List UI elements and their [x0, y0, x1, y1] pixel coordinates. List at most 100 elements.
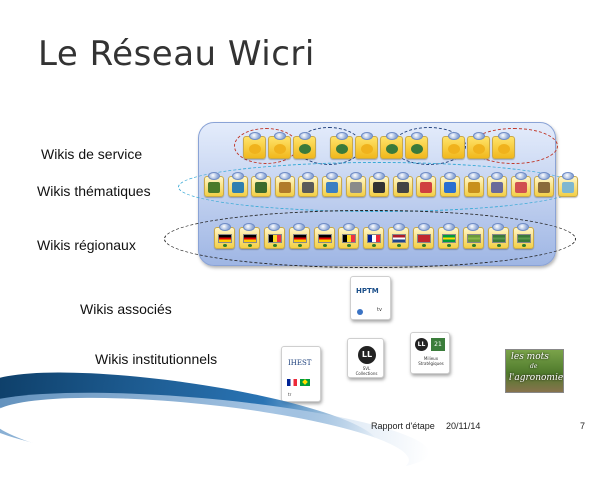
region-dot-icon: [223, 244, 227, 247]
region-flag-icon: [242, 234, 257, 243]
region-dot-icon: [496, 244, 501, 247]
region-dot-icon: [322, 244, 327, 247]
theme-wiki-14-icon[interactable]: [510, 172, 531, 197]
theme-wiki-11-icon[interactable]: [439, 172, 460, 197]
wiki-symbol-icon: [255, 182, 268, 193]
label-associated-wikis: Wikis associés: [80, 301, 172, 317]
region-flag-icon: [442, 234, 457, 243]
region-wiki-3-icon[interactable]: [263, 223, 285, 249]
wiki-connector-icon: [367, 223, 380, 231]
region-dot-icon: [521, 244, 526, 247]
service-wiki-10-icon[interactable]: [492, 132, 515, 159]
wiki-symbol-icon: [514, 182, 527, 193]
ihest-wiki-card[interactable]: IHEST tr: [281, 346, 321, 402]
wiki-symbol-icon: [302, 182, 315, 193]
theme-wiki-7-icon[interactable]: [345, 172, 366, 197]
label-regional-wikis: Wikis régionaux: [37, 237, 136, 253]
theme-wiki-15-icon[interactable]: [534, 172, 555, 197]
wiki-symbol-icon: [336, 144, 348, 154]
ihest-suffix: tr: [288, 392, 292, 397]
service-wiki-6-icon[interactable]: [380, 132, 403, 159]
wiki-connector-icon: [208, 172, 220, 180]
wiki-connector-icon: [497, 132, 510, 140]
region-flag-icon: [218, 234, 232, 243]
region-dot-icon: [272, 244, 277, 247]
wiki-connector-icon: [273, 132, 286, 140]
service-wiki-1-icon[interactable]: [243, 132, 266, 159]
theme-wiki-10-icon[interactable]: [416, 172, 437, 197]
theme-wiki-2-icon[interactable]: [227, 172, 248, 197]
svl-collections-label: SVL Collections: [355, 366, 378, 376]
wiki-symbol-icon: [448, 144, 460, 154]
theme-wiki-13-icon[interactable]: [487, 172, 508, 197]
theme-wiki-12-icon[interactable]: [463, 172, 484, 197]
region-wiki-11-icon[interactable]: [462, 223, 484, 249]
region-wiki-4-icon[interactable]: [288, 223, 310, 249]
theme-wiki-1-icon[interactable]: [204, 172, 224, 197]
wiki-connector-icon: [318, 223, 331, 231]
service-wiki-4-icon[interactable]: [330, 132, 353, 159]
service-wiki-9-icon[interactable]: [467, 132, 490, 159]
region-dot-icon: [297, 244, 302, 247]
region-dot-icon: [372, 244, 377, 247]
wiki-connector-icon: [420, 172, 433, 180]
region-flag-icon: [516, 234, 531, 243]
badge-21-icon: 21: [431, 338, 445, 351]
wiki-connector-icon: [396, 172, 409, 180]
wiki-connector-icon: [447, 132, 460, 140]
wiki-symbol-icon: [373, 182, 386, 193]
wiki-connector-icon: [443, 172, 456, 180]
region-wiki-10-icon[interactable]: [438, 223, 460, 249]
theme-wiki-8-icon[interactable]: [369, 172, 390, 197]
service-wiki-2-icon[interactable]: [268, 132, 291, 159]
wiki-connector-icon: [442, 223, 455, 231]
region-wiki-6-icon[interactable]: [338, 223, 360, 249]
theme-wiki-5-icon[interactable]: [298, 172, 319, 197]
wiki-connector-icon: [514, 172, 527, 180]
service-wiki-7-icon[interactable]: [405, 132, 428, 159]
region-dot-icon: [471, 244, 476, 247]
milieux-strategiques-wiki-card[interactable]: LL 21 Milieux Stratégiques: [410, 332, 450, 374]
regional-ellipse: [164, 210, 576, 268]
thematic-wikis-row: [204, 172, 582, 197]
wiki-connector-icon: [231, 172, 244, 180]
wiki-symbol-icon: [411, 144, 423, 154]
theme-wiki-6-icon[interactable]: [321, 172, 342, 197]
service-wiki-3-icon[interactable]: [293, 132, 316, 159]
wiki-connector-icon: [410, 132, 423, 140]
region-dot-icon: [247, 244, 252, 247]
wiki-connector-icon: [373, 172, 386, 180]
wiki-connector-icon: [255, 172, 268, 180]
svl-collections-wiki-card[interactable]: LL SVL Collections: [347, 338, 384, 378]
theme-wiki-16-icon[interactable]: [557, 172, 578, 197]
wiki-connector-icon: [538, 172, 551, 180]
wiki-symbol-icon: [561, 182, 574, 193]
wiki-symbol-icon: [325, 182, 338, 193]
service-wiki-5-icon[interactable]: [355, 132, 378, 159]
region-wiki-9-icon[interactable]: [413, 223, 435, 249]
region-flag-icon: [292, 234, 307, 243]
region-wiki-13-icon[interactable]: [512, 223, 534, 249]
wiki-symbol-icon: [249, 144, 261, 154]
wiki-symbol-icon: [361, 144, 373, 154]
region-flag-icon: [417, 234, 432, 243]
wiki-connector-icon: [218, 223, 231, 231]
region-wiki-8-icon[interactable]: [388, 223, 410, 249]
theme-wiki-3-icon[interactable]: [251, 172, 272, 197]
wiki-symbol-icon: [274, 144, 286, 154]
theme-wiki-9-icon[interactable]: [392, 172, 413, 197]
service-wiki-8-icon[interactable]: [442, 132, 465, 159]
wiki-connector-icon: [243, 223, 256, 231]
region-wiki-5-icon[interactable]: [313, 223, 335, 249]
region-wiki-12-icon[interactable]: [487, 223, 509, 249]
wiki-connector-icon: [417, 223, 430, 231]
region-wiki-7-icon[interactable]: [363, 223, 385, 249]
wiki-connector-icon: [335, 132, 348, 140]
region-wiki-2-icon[interactable]: [238, 223, 260, 249]
region-dot-icon: [422, 244, 427, 247]
region-wiki-1-icon[interactable]: [214, 223, 235, 249]
hptm-wiki-card[interactable]: HPTM tv: [350, 276, 391, 320]
theme-wiki-4-icon[interactable]: [274, 172, 295, 197]
les-mots-de-l-agronomie-card[interactable]: les mots de l'agronomie: [505, 349, 564, 393]
wiki-symbol-icon: [443, 182, 456, 193]
